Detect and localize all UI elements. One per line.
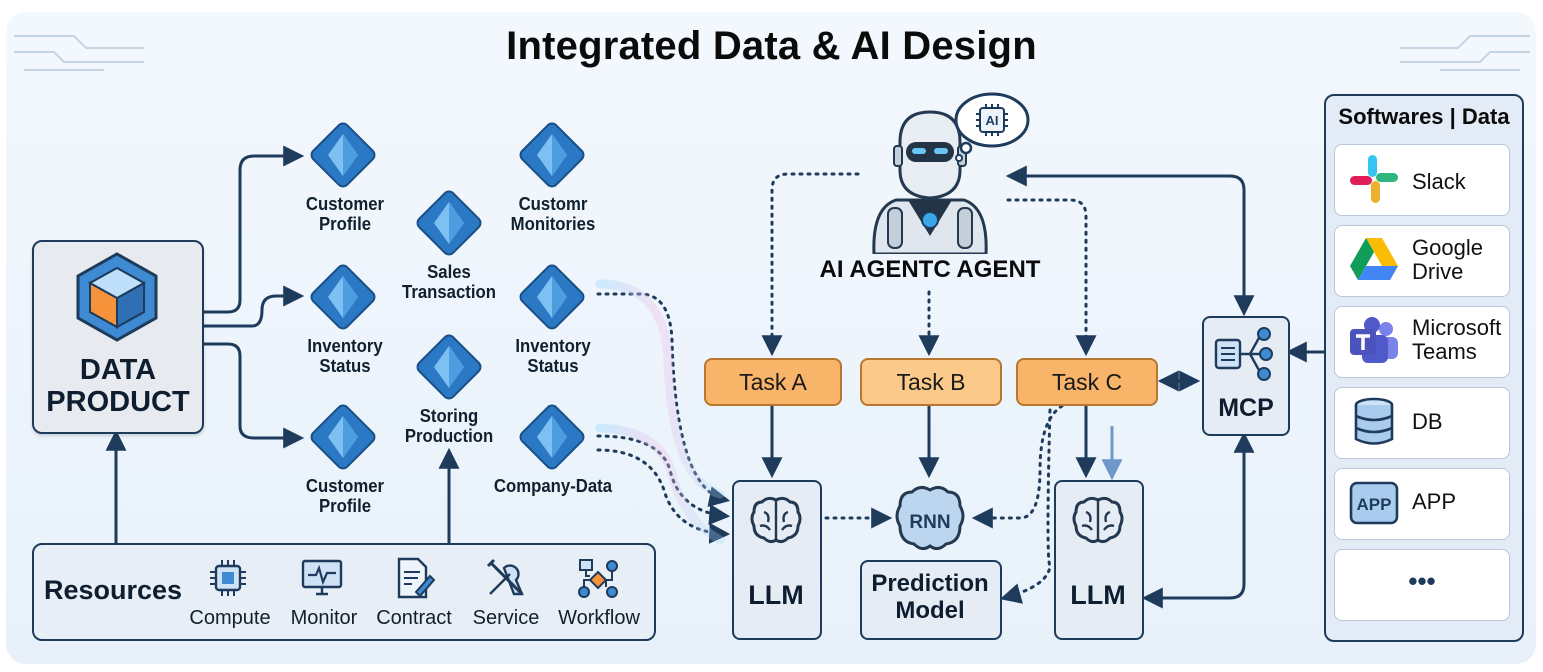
data-node-diamond-icon xyxy=(416,190,482,256)
rnn-brain-icon: RNN xyxy=(895,485,965,551)
app-badge-text: APP xyxy=(1357,495,1392,514)
mcp-hub-icon xyxy=(1214,327,1273,381)
data-node-diamond-icon xyxy=(519,404,585,470)
softwares-title: Softwares | Data xyxy=(1338,104,1510,129)
software-card-more[interactable] xyxy=(1334,549,1510,621)
mcp-label: MCP xyxy=(1218,394,1274,422)
data-product-cube-icon xyxy=(76,252,158,342)
resource-label-contract: Contract xyxy=(376,607,452,629)
task-b-box[interactable]: Task B xyxy=(860,358,1002,406)
resource-label-service: Service xyxy=(472,607,540,629)
microsoft-teams-icon xyxy=(1350,317,1398,363)
rnn-label: RNN xyxy=(909,512,950,533)
google-drive-icon xyxy=(1350,238,1398,280)
workflow-nodes-icon xyxy=(578,559,618,598)
data-node-diamond-icon xyxy=(310,122,376,188)
resources-title: Resources xyxy=(44,575,183,605)
thought-bubble-icon: AI xyxy=(954,92,1030,162)
page-title: Integrated Data & AI Design xyxy=(506,24,1037,68)
robot-agent-icon xyxy=(872,110,988,254)
brain-icon xyxy=(750,496,802,544)
database-icon xyxy=(1354,397,1394,445)
resources-panel xyxy=(32,543,656,641)
llm-left-label: LLM xyxy=(748,580,804,610)
circuit-decoration-right-icon xyxy=(1400,35,1530,71)
software-label-slack: Slack xyxy=(1412,169,1466,194)
circuit-decoration-left-icon xyxy=(14,35,144,71)
software-label-app: APP xyxy=(1412,489,1457,514)
data-node-label: Company-Data xyxy=(493,476,613,496)
thought-bubble-text: AI xyxy=(986,113,999,128)
cpu-chip-icon xyxy=(210,560,246,596)
data-node-diamond-icon xyxy=(416,334,482,400)
task-a-box[interactable]: Task A xyxy=(704,358,842,406)
contract-pen-icon xyxy=(397,557,436,599)
data-node-diamond-icon xyxy=(519,122,585,188)
data-node-diamond-icon xyxy=(310,264,376,330)
resource-label-workflow: Workflow xyxy=(558,607,640,629)
mcp-box[interactable] xyxy=(1202,316,1290,436)
brain-icon xyxy=(1072,496,1124,544)
wrench-screwdriver-icon xyxy=(486,558,524,596)
llm-right-label: LLM xyxy=(1070,580,1126,610)
app-icon: APP xyxy=(1349,481,1399,525)
data-node-diamond-icon xyxy=(310,404,376,470)
software-label-db: DB xyxy=(1412,409,1443,434)
monitor-pulse-icon xyxy=(301,559,343,596)
resource-label-monitor: Monitor xyxy=(290,607,358,629)
software-card-microsoft-teams[interactable] xyxy=(1334,306,1510,378)
task-c-box[interactable]: Task C xyxy=(1016,358,1158,406)
agent-label: AI AGENTC AGENT xyxy=(819,256,1041,283)
resource-label-compute: Compute xyxy=(189,607,271,629)
slack-icon xyxy=(1350,155,1398,203)
prediction-model-box[interactable] xyxy=(860,560,1002,640)
data-node-diamond-icon xyxy=(519,264,585,330)
more-icon[interactable]: ••• xyxy=(1408,566,1436,596)
